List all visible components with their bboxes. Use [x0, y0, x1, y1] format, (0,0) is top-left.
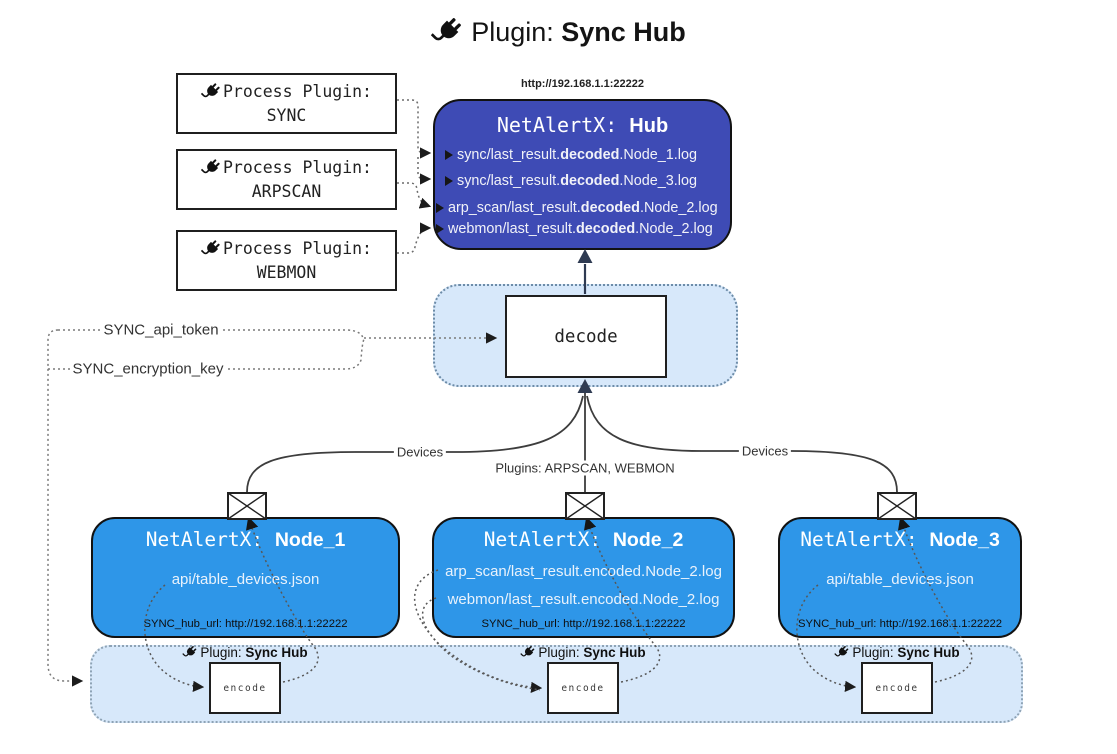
envelope-icon-1: [227, 492, 267, 520]
hub-log-line: arp_scan/last_result.decoded.Node_2.log: [436, 199, 718, 217]
node-title: NetAlertX: Node_3: [800, 528, 1000, 551]
sync-encryption-key-label: SYNC_encryption_key: [70, 360, 226, 378]
process-plugin-label: Process Plugin:: [222, 157, 372, 177]
arrow-right-icon: [445, 176, 453, 186]
node-file: webmon/last_result.encoded.Node_2.log: [447, 591, 720, 608]
encode-box-2: encode: [547, 662, 619, 714]
node-title: NetAlertX: Node_1: [145, 528, 346, 551]
band-plugin-label: Plugin: Sync Hub: [182, 645, 308, 660]
plugins-edge-label: Plugins: ARPSCAN, WEBMON: [492, 460, 678, 476]
sync-api-token-label: SYNC_api_token: [101, 321, 221, 339]
plug-icon: [834, 645, 849, 660]
process-plugin-box-sync: Process Plugin: SYNC: [176, 73, 397, 134]
plug-icon: [200, 239, 221, 259]
hub-log-line: webmon/last_result.decoded.Node_2.log: [436, 220, 713, 238]
node-title: NetAlertX: Node_2: [483, 528, 684, 551]
encode-box-3: encode: [861, 662, 933, 714]
arrow-right-icon: [445, 150, 453, 160]
hub-log-line: sync/last_result.decoded.Node_1.log: [436, 146, 697, 164]
hub-box: NetAlertX: Hub sync/last_result.decoded.…: [433, 99, 732, 250]
encode-label: encode: [561, 682, 605, 694]
decode-label: decode: [554, 326, 618, 347]
node-box-1: NetAlertX: Node_1 api/table_devices.json…: [91, 517, 400, 638]
node-box-2: NetAlertX: Node_2 arp_scan/last_result.e…: [432, 517, 735, 638]
node-hub-url: SYNC_hub_url: http://192.168.1.1:22222: [481, 618, 686, 630]
process-plugin-label: Process Plugin:: [222, 81, 372, 101]
encode-label: encode: [223, 682, 267, 694]
band-plugin-label: Plugin: Sync Hub: [834, 645, 960, 660]
process-plugin-box-arpscan: Process Plugin: ARPSCAN: [176, 149, 397, 210]
arrow-right-icon: [436, 203, 444, 213]
process-plugin-label: Process Plugin:: [222, 238, 372, 258]
process-plugin-name: SYNC: [266, 105, 307, 125]
plug-icon: [431, 16, 463, 48]
hub-log-line: sync/last_result.decoded.Node_3.log: [436, 172, 697, 190]
node-hub-url: SYNC_hub_url: http://192.168.1.1:22222: [143, 618, 348, 630]
page-title: Plugin: Sync Hub: [0, 16, 1117, 48]
plug-icon: [520, 645, 535, 660]
node-hub-url: SYNC_hub_url: http://192.168.1.1:22222: [797, 618, 1003, 630]
envelope-icon-2: [565, 492, 605, 520]
plug-icon: [200, 82, 221, 102]
encode-label: encode: [875, 682, 919, 694]
arrow-right-icon: [436, 224, 444, 234]
devices-edge-label-left: Devices: [393, 444, 447, 460]
plug-icon: [200, 158, 221, 178]
band-plugin-label: Plugin: Sync Hub: [520, 645, 646, 660]
node-box-3: NetAlertX: Node_3 api/table_devices.json…: [778, 517, 1022, 638]
process-plugin-box-webmon: Process Plugin: WEBMON: [176, 230, 397, 291]
hub-title: NetAlertX: Hub: [496, 113, 669, 137]
hub-url-label: http://192.168.1.1:22222: [521, 78, 644, 90]
decode-box: decode: [505, 295, 667, 378]
process-plugin-name: ARPSCAN: [251, 181, 322, 201]
envelope-icon-3: [877, 492, 917, 520]
page-title-text: Plugin: Sync Hub: [471, 16, 686, 47]
node-file: arp_scan/last_result.encoded.Node_2.log: [445, 563, 722, 580]
node-file: api/table_devices.json: [826, 571, 974, 588]
encode-box-1: encode: [209, 662, 281, 714]
process-plugin-name: WEBMON: [256, 262, 317, 282]
devices-edge-label-right: Devices: [738, 443, 792, 459]
node-file: api/table_devices.json: [171, 571, 320, 588]
plug-icon: [182, 645, 197, 660]
